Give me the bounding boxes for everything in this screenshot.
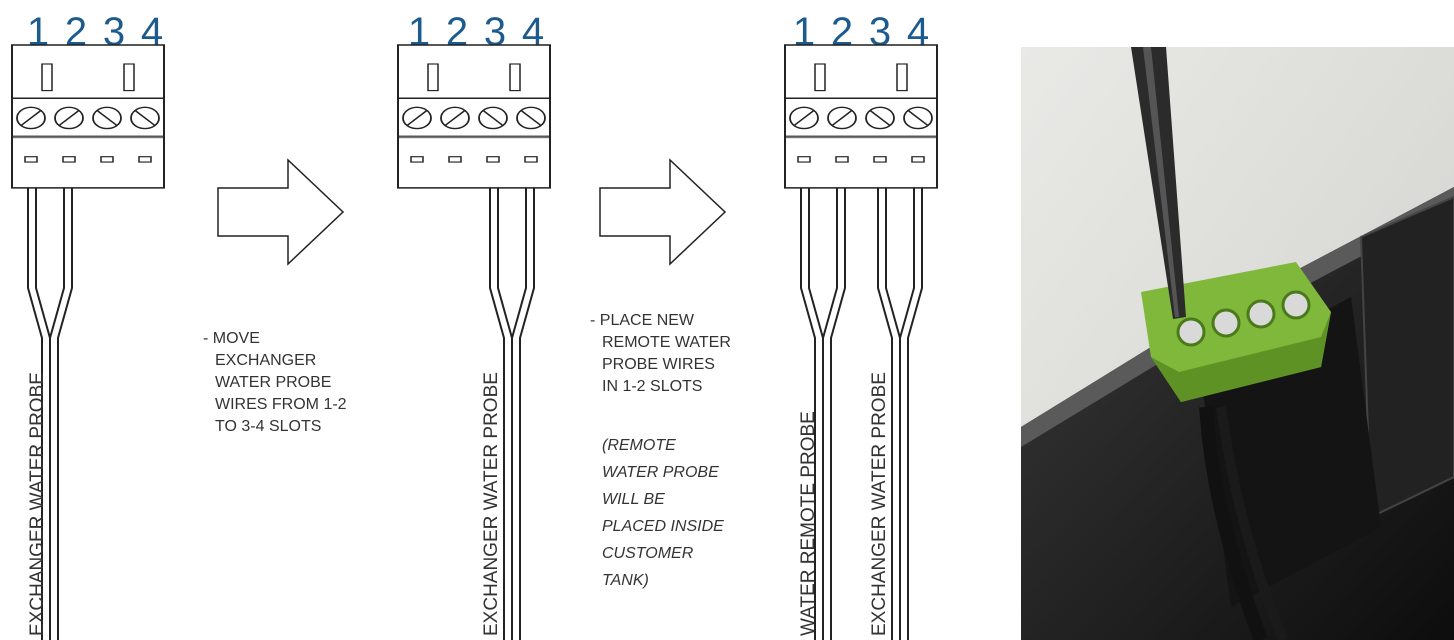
note-line: - MOVE [203,330,260,347]
arrow-2 [599,159,726,265]
step1-note: - MOVE EXCHANGER WATER PROBE WIRES FROM … [203,328,347,438]
terminal-number: 4 [521,10,545,54]
terminal-number: 2 [830,10,854,54]
terminal-number: 4 [906,10,930,54]
wire-label-block3-right: EXCHANGER WATER PROBE [869,372,890,636]
terminal-numbers-block3: 1 2 3 4 [785,10,937,55]
terminal-number: 1 [26,10,50,54]
note-line: - PLACE NEW [590,312,695,329]
note-line: WILL BE [602,491,665,508]
terminal-numbers-block1: 1 2 3 4 [19,10,171,55]
terminal-block-1 [11,44,165,189]
note-line: WATER PROBE [215,374,332,391]
step2-note: - PLACE NEW REMOTE WATER PROBE WIRES IN … [590,310,731,398]
terminal-number: 2 [445,10,469,54]
terminal-number: 3 [102,10,126,54]
connector-photo [1021,47,1454,640]
note-line: PLACED INSIDE [602,518,724,535]
terminal-numbers-block2: 1 2 3 4 [400,10,552,55]
note-line: CUSTOMER [602,545,694,562]
note-line: REMOTE WATER [602,334,731,351]
note-line: WIRES FROM 1-2 [215,396,347,413]
wire-label-block3-left: WATER REMOTE PROBE [798,411,819,636]
note-line: PROBE WIRES [602,356,715,373]
arrow-1 [217,159,344,265]
terminal-number: 3 [483,10,507,54]
note-line: (REMOTE [602,437,676,454]
step2-italic-note: (REMOTE WATER PROBE WILL BE PLACED INSID… [602,432,724,594]
note-line: EXCHANGER [215,352,317,369]
terminal-number: 1 [407,10,431,54]
terminal-block-3 [784,44,938,189]
wire-label-block2: EXCHANGER WATER PROBE [481,372,502,636]
note-line: TO 3-4 SLOTS [215,418,322,435]
terminal-number: 3 [868,10,892,54]
terminal-number: 2 [64,10,88,54]
terminal-number: 4 [140,10,164,54]
note-line: IN 1-2 SLOTS [602,378,703,395]
note-line: WATER PROBE [602,464,719,481]
wire-label-block1: EXCHANGER WATER PROBE [27,372,48,636]
terminal-block-2 [397,44,551,189]
terminal-number: 1 [792,10,816,54]
note-line: TANK) [602,572,649,589]
